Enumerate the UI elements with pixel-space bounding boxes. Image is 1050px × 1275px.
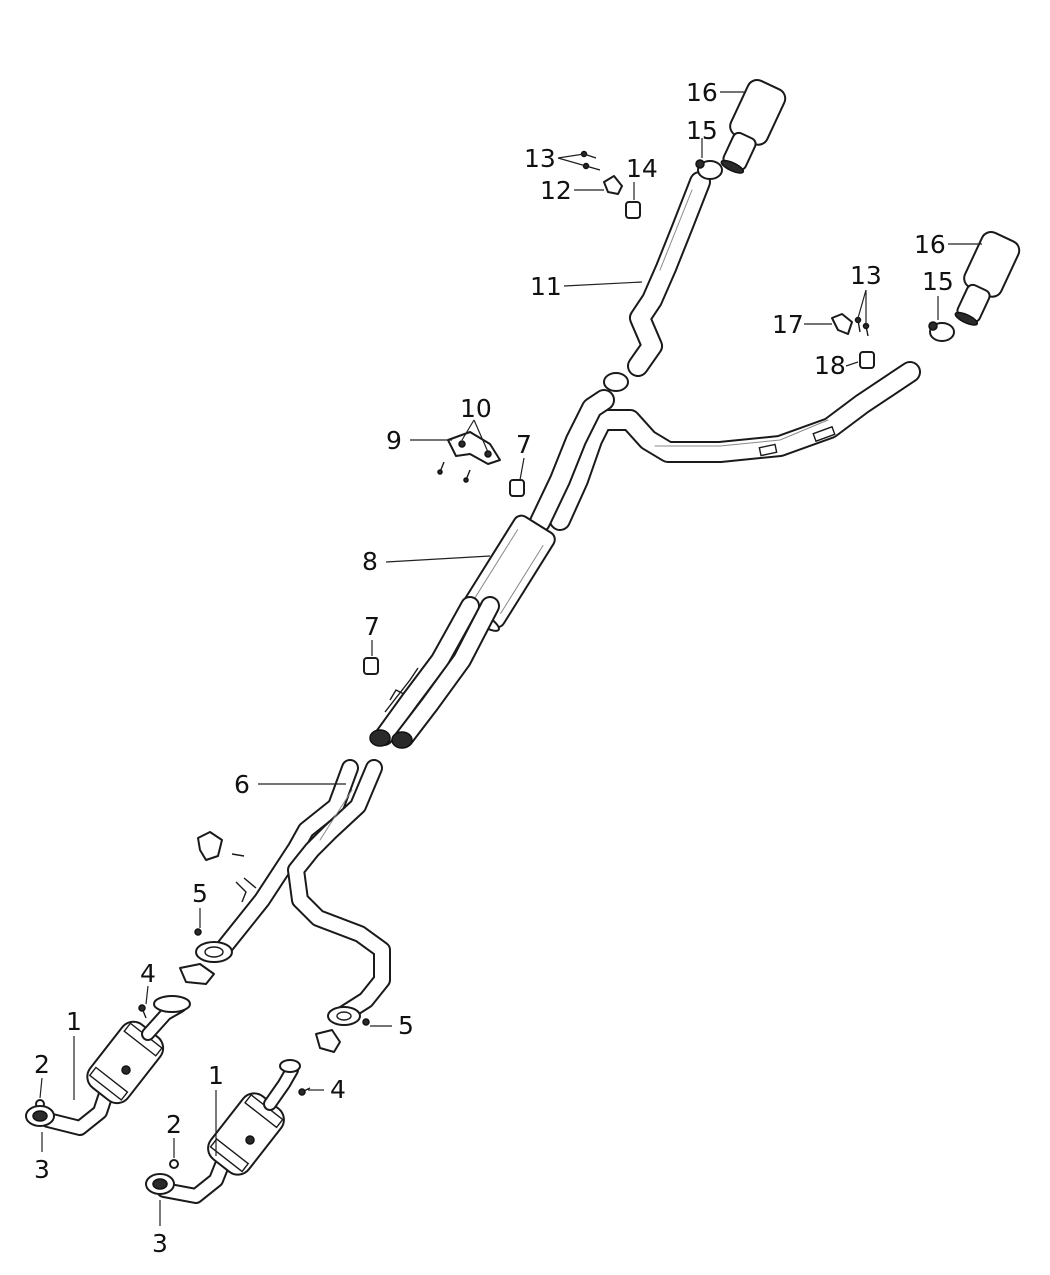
nut-5a xyxy=(194,928,202,936)
callout-17: 17 xyxy=(772,310,804,339)
x-pipe-flange-right xyxy=(327,1006,361,1026)
callout-16-right: 16 xyxy=(914,230,946,259)
callout-2-left: 2 xyxy=(34,1050,50,1079)
callout-3-left: 3 xyxy=(34,1155,50,1184)
catalytic-converter-left xyxy=(25,995,191,1136)
leader-lines xyxy=(39,91,982,1226)
callout-16-left: 16 xyxy=(686,78,718,107)
callout-12: 12 xyxy=(540,176,572,205)
callout-6: 6 xyxy=(234,770,250,799)
callout-13-left: 13 xyxy=(524,144,556,173)
callout-3-right: 3 xyxy=(152,1229,168,1258)
catalytic-converter-right xyxy=(145,1059,301,1204)
x-pipe-flange-left xyxy=(195,941,233,963)
callout-5-right: 5 xyxy=(398,1011,414,1040)
callout-7-lower: 7 xyxy=(364,612,380,641)
exhaust-tip-left xyxy=(720,79,787,174)
isolator-7a xyxy=(509,479,525,497)
hanger-bracket-9 xyxy=(447,431,501,465)
callout-11: 11 xyxy=(530,272,562,301)
callout-labels: 16 15 13 14 12 16 11 13 15 17 18 10 9 7 … xyxy=(34,78,954,1258)
callout-8: 8 xyxy=(362,547,378,576)
callout-7-upper: 7 xyxy=(516,430,532,459)
callout-10: 10 xyxy=(460,394,492,423)
nut-2b xyxy=(169,1159,179,1169)
callout-9: 9 xyxy=(386,426,402,455)
pipe-network xyxy=(195,171,921,1026)
callout-1-left: 1 xyxy=(66,1007,82,1036)
callout-15-left: 15 xyxy=(686,116,718,145)
gasket-right xyxy=(315,1029,341,1053)
callout-13-right: 13 xyxy=(850,261,882,290)
hardware-parts xyxy=(25,79,1021,1204)
hanger-bracket-12 xyxy=(603,175,623,195)
isolator-18 xyxy=(859,351,875,369)
callout-14: 14 xyxy=(626,154,658,183)
isolator-7b xyxy=(363,657,379,675)
clamp-mid xyxy=(603,372,629,392)
callout-18: 18 xyxy=(814,351,846,380)
callout-4-left: 4 xyxy=(140,959,156,988)
hanger-x-pipe xyxy=(197,831,223,861)
callout-4-right: 4 xyxy=(330,1075,346,1104)
hanger-bracket-17 xyxy=(831,313,853,335)
exhaust-tip-right xyxy=(954,231,1021,326)
callout-5-left: 5 xyxy=(192,879,208,908)
nut-5b xyxy=(362,1018,370,1026)
callout-1-right: 1 xyxy=(208,1061,224,1090)
callout-15-right: 15 xyxy=(922,267,954,296)
callout-2-right: 2 xyxy=(166,1110,182,1139)
gasket-left xyxy=(179,963,215,985)
isolator-14 xyxy=(625,201,641,219)
